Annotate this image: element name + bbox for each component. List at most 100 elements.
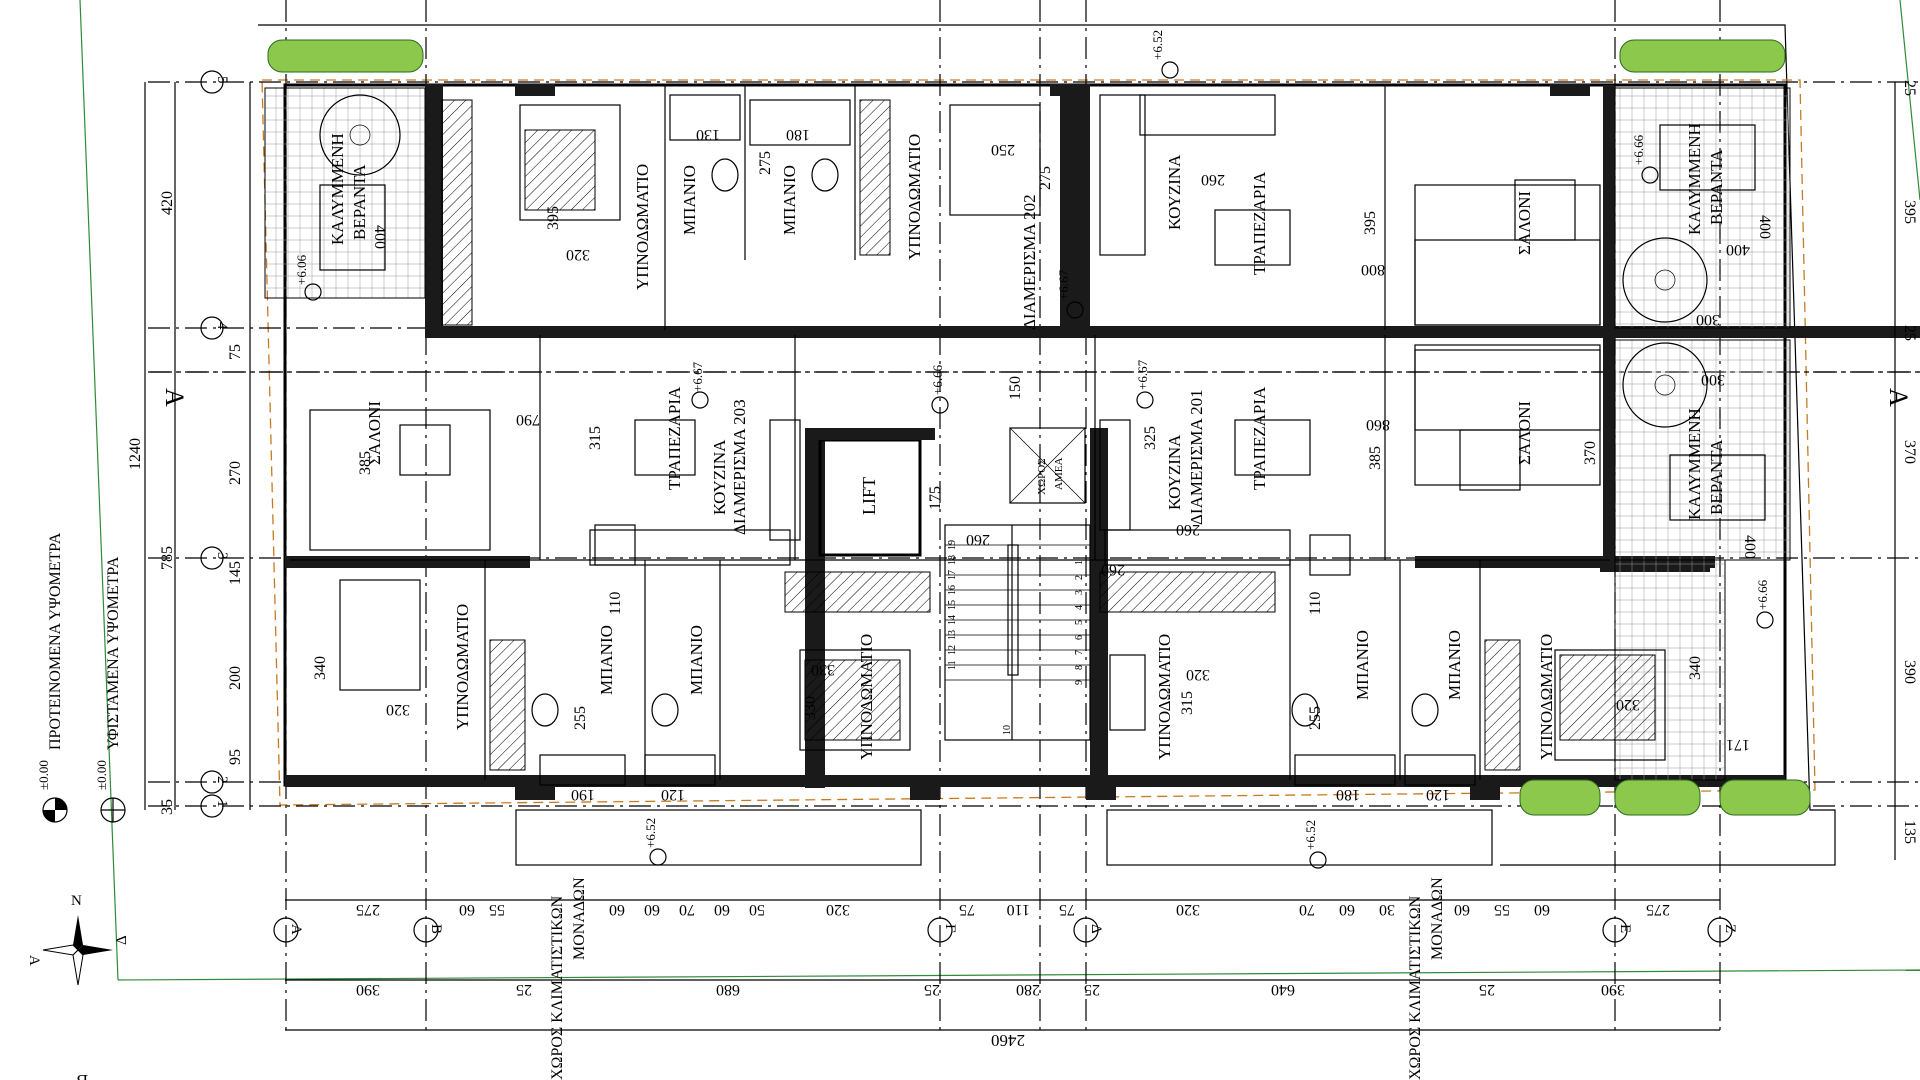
dim-b1-1: 60 [459,901,475,918]
rd-35: 320 [1186,666,1210,683]
rd-20: 300 [1701,371,1725,388]
step-19: 19 [947,540,958,550]
elev-top: +6.52 [1150,30,1165,60]
rd-3: 180 [786,126,810,143]
rd-4: 275 [757,151,774,175]
rd-7: 260 [1201,171,1225,188]
step-17: 17 [947,570,958,580]
grid-row-1: 1 [214,800,230,808]
step-9: 9 [1074,680,1085,685]
label-veranda-e-a: ΚΑΛΥΜΜΕΝΗ [1685,408,1704,520]
dim-b1-3: 60 [609,901,625,918]
label-bath-6: ΜΠΑΝΙΟ [1445,630,1464,700]
compass-rose: N B A Δ [26,893,130,1080]
step-15: 15 [947,600,958,610]
dim-b1-13: 70 [1299,901,1315,918]
dim-b1-0: 275 [356,901,380,918]
rd-18: 385 [1367,446,1384,470]
label-bath-1: ΜΠΑΝΙΟ [680,165,699,235]
dim-b1-17: 55 [1494,901,1510,918]
rd-1: 320 [566,246,590,263]
dim-r-395: 395 [1901,200,1918,224]
dim-l-95: 95 [227,749,244,765]
rd-11: 300 [1696,311,1720,328]
rd-0: 395 [545,206,562,230]
dim-b1-9: 75 [959,901,975,918]
elev-corridor: +6.67 [1056,269,1071,300]
elev-apt203: +6.67 [690,361,705,392]
dim-b1-11: 75 [1059,901,1075,918]
rd-27: 340 [312,656,329,680]
rd-36: 255 [1307,706,1324,730]
rd-37: 180 [1336,786,1360,803]
room-dims: 395 320 130 180 275 250 275 260 395 800 … [312,126,1773,803]
step-1: 1 [1074,560,1085,565]
dim-b1-15: 30 [1379,901,1395,918]
furniture [309,124,1766,551]
label-veranda-e-b: ΒΕΡΑΝΤΑ [1707,439,1726,515]
label-lift: LIFT [859,477,879,515]
elev-ne: +6.66 [1631,134,1646,165]
dimension-lines [144,82,1896,1031]
rd-6: 275 [1037,166,1054,190]
dim-b1-4: 60 [644,901,660,918]
beds [339,104,1666,761]
dim-r-390: 390 [1901,660,1918,684]
label-bedroom-5: ΥΠΝΟΔΩΜΑΤΙΟ [1155,634,1174,760]
dim-b2-7: 25 [1479,981,1495,998]
label-dining-2: ΤΡΑΠΕΖΑΡΙΑ [665,386,684,490]
dim-b1-2: 55 [489,901,505,918]
grid-row-2: 2 [214,776,230,784]
step-11: 11 [947,660,958,670]
label-apt203: ΔΙΑΜΕΡΙΣΜΑ 203 [730,399,749,535]
bottom-dims-1: 275 60 55 60 60 70 60 50 320 75 110 75 3… [356,901,1670,918]
elev-nw: +6.06 [294,254,309,285]
rd-5: 250 [991,141,1015,158]
dim-b2-5: 25 [1084,981,1100,998]
label-veranda-ne-b: ΒΕΡΑΝΤΑ [1707,149,1726,225]
label-bedroom-3: ΥΠΝΟΔΩΜΑΤΙΟ [453,604,472,730]
left-dims: 420 75 270 145 200 95 35 1240 785 [127,191,244,815]
label-kitchen-3: ΚΟΥΖΙΝΑ [1165,434,1184,510]
dim-b1-18: 60 [1534,901,1550,918]
grid-col-b: B [428,924,444,934]
label-dining-3: ΤΡΑΠΕΖΑΡΙΑ [1250,386,1269,490]
rd-22: 175 [927,486,944,510]
grid-bubbles: 5 4 3 2 1 A B Γ Δ E Z [200,70,1738,943]
grid-col-a: A [288,924,304,935]
dim-l-785: 785 [159,546,176,570]
closets [441,99,1521,771]
step-3: 3 [1074,590,1085,595]
section-left: A [160,388,189,407]
dim-l-145: 145 [227,561,244,585]
dim-b2-6: 640 [1271,981,1295,998]
kitchens [589,94,1351,576]
label-living-3: ΣΑΛΟΝΙ [1515,401,1534,465]
step-4: 4 [1074,605,1085,610]
label-bath-3: ΜΠΑΝΙΟ [597,625,616,695]
rd-9: 800 [1361,261,1385,278]
elev-apt201: +6.67 [1135,359,1150,390]
rd-25: 110 [607,592,624,615]
rd-2: 130 [696,126,720,143]
legend-proposed: ΠΡΟΤΕΙΝΟΜΕΝΑ ΥΨΟΜΕΤΡΑ [47,532,64,750]
label-kitchen-2: ΚΟΥΖΙΝΑ [710,439,729,515]
rd-34: 315 [1179,691,1196,715]
step-10: 10 [1002,725,1013,735]
rd-39: 340 [1687,656,1704,680]
dim-b1-14: 60 [1339,901,1355,918]
dim-b2-2: 680 [716,981,740,998]
rd-40: 320 [1616,696,1640,713]
dim-b2-3: 25 [924,981,940,998]
bath-fixtures [531,94,1476,786]
rd-16: 325 [1142,426,1159,450]
rd-29: 255 [572,706,589,730]
dim-total: 2460 [991,1031,1025,1050]
dim-r-370: 370 [1901,440,1918,464]
step-8: 8 [1074,665,1085,670]
dim-l-1240: 1240 [127,438,144,470]
label-ac-b-1: ΜΟΝΑΔΩΝ [571,877,588,960]
label-veranda-ne-a: ΚΑΛΥΜΜΕΝΗ [1685,123,1704,235]
label-living-2: ΣΑΛΟΝΙ [365,401,384,465]
walls [283,83,1920,800]
